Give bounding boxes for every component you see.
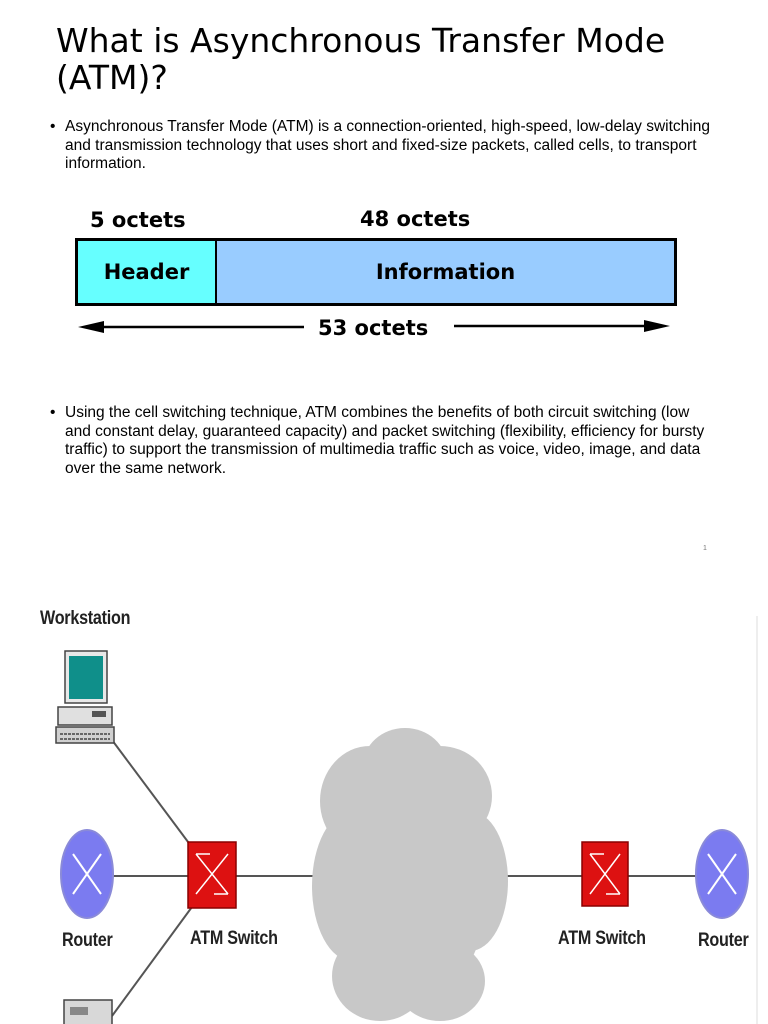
router-left-label: Router: [62, 930, 113, 951]
atm-switch-right-icon: [581, 841, 629, 907]
atm-switch-left-label: ATM Switch: [190, 928, 278, 949]
page-number: 1: [703, 545, 707, 552]
bullet-text: Using the cell switching technique, ATM …: [65, 404, 705, 477]
cell-information-field: Information: [217, 241, 674, 303]
total-size-arrow: [78, 320, 670, 333]
router-right-icon: [695, 829, 749, 919]
bullet-dot: •: [50, 118, 56, 135]
atm-network-diagram: Workstation Router ATM Switch ATM Switch…: [0, 596, 768, 1024]
atm-network-cloud: [312, 728, 508, 1021]
atm-switch-left-icon: [187, 841, 237, 909]
header-size-label: 5 octets: [90, 208, 186, 232]
workstation-label: Workstation: [40, 608, 131, 629]
device-icon: [63, 999, 113, 1024]
workstation-icon: [55, 650, 115, 744]
atm-switch-right-label: ATM Switch: [558, 928, 646, 949]
cell-box: Header Information: [75, 238, 677, 306]
bullet-item-1: • Asynchronous Transfer Mode (ATM) is a …: [50, 118, 710, 174]
cell-header-field: Header: [78, 241, 217, 303]
bullet-text: Asynchronous Transfer Mode (ATM) is a co…: [65, 118, 710, 172]
atm-cell-diagram: 5 octets 48 octets Header Information 53…: [74, 204, 678, 344]
router-right-label: Router: [698, 930, 749, 951]
total-size-label: 53 octets: [318, 316, 429, 340]
bullet-dot: •: [50, 404, 56, 421]
info-size-label: 48 octets: [360, 207, 471, 231]
bullet-item-2: • Using the cell switching technique, AT…: [50, 404, 710, 478]
router-left-icon: [60, 829, 114, 919]
slide-title: What is Asynchronous Transfer Mode (ATM)…: [56, 21, 666, 97]
connection-lines: [111, 739, 700, 1017]
